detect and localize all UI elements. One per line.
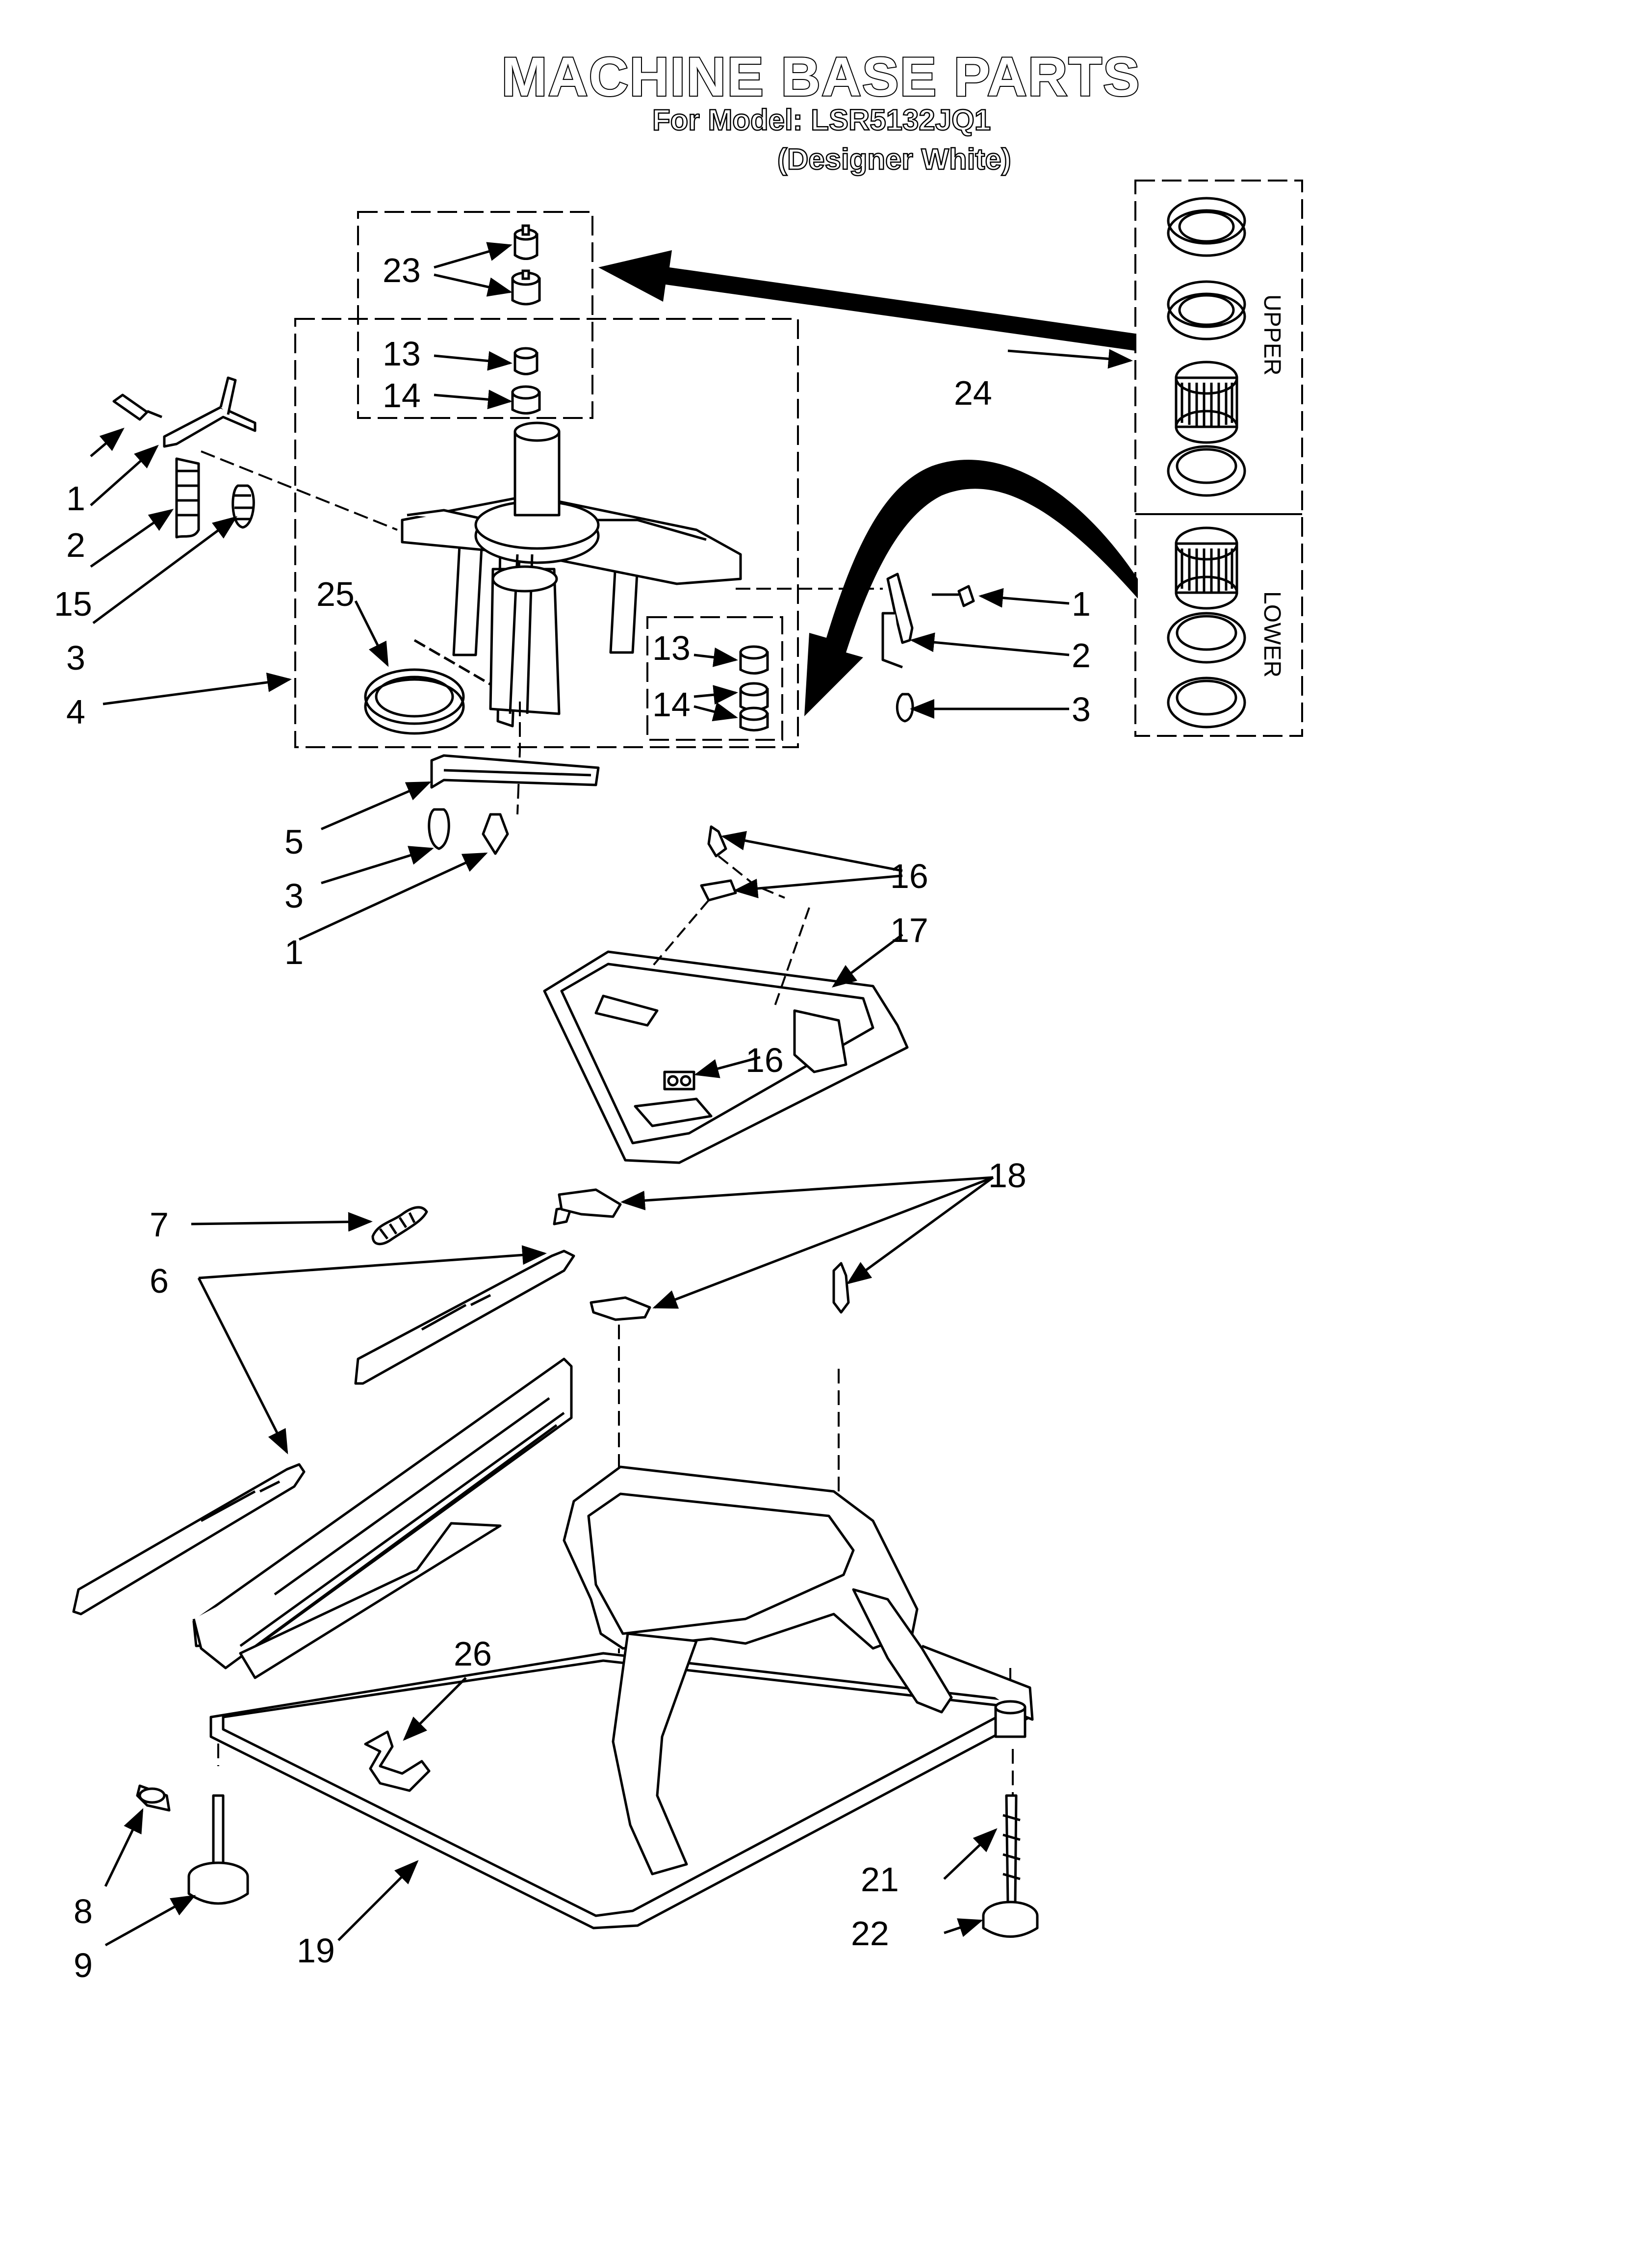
callout-15: 15 bbox=[54, 585, 92, 623]
lower-label: LOWER bbox=[1259, 591, 1285, 678]
callout-3-left: 3 bbox=[66, 639, 85, 677]
page-title-text: MACHINE BASE PARTS bbox=[500, 45, 1141, 108]
item-5-bracket bbox=[428, 754, 600, 855]
left-bracket-group bbox=[112, 376, 257, 539]
lower-ring-1 bbox=[1167, 612, 1246, 664]
callout-16-bottom: 16 bbox=[745, 1041, 784, 1079]
kit-upper-arrow bbox=[598, 250, 1135, 351]
gearcase-box bbox=[294, 318, 799, 748]
callout-25: 25 bbox=[316, 575, 355, 613]
upper-gear bbox=[1175, 361, 1238, 444]
callout-6: 6 bbox=[150, 1262, 169, 1300]
snubbers-lower bbox=[739, 645, 769, 731]
snubber-box-upper bbox=[357, 211, 593, 419]
callout-26: 26 bbox=[454, 1635, 492, 1673]
kit-lower-arrow bbox=[804, 460, 1138, 716]
lower-ring-2 bbox=[1167, 677, 1246, 729]
right-bracket-group bbox=[881, 573, 975, 723]
callout-3-right: 3 bbox=[1072, 690, 1091, 729]
callout-18: 18 bbox=[988, 1156, 1026, 1195]
gearcase-assembly bbox=[401, 421, 742, 728]
callout-17: 17 bbox=[890, 911, 928, 949]
callout-1-left: 1 bbox=[66, 479, 85, 518]
callout-22: 22 bbox=[851, 1914, 889, 1953]
gearcase-link-lines bbox=[201, 450, 883, 815]
callout-16-top: 16 bbox=[890, 857, 928, 895]
kit-parts bbox=[1167, 197, 1246, 729]
dashed-groupings bbox=[294, 180, 1303, 748]
item-25-ring bbox=[364, 639, 491, 735]
callout-23: 23 bbox=[383, 251, 421, 289]
callout-13-upper: 13 bbox=[383, 335, 421, 373]
callout-24: 24 bbox=[954, 374, 992, 412]
model-line: For Model: LSR5132JQ1 bbox=[652, 103, 992, 137]
upper-seal-1 bbox=[1167, 197, 1246, 257]
small-base-parts bbox=[136, 1700, 1039, 1938]
callout-3-mid: 3 bbox=[284, 877, 304, 915]
callout-5: 5 bbox=[284, 823, 304, 861]
snubber-box-lower bbox=[646, 616, 783, 741]
callout-14-lower: 14 bbox=[652, 685, 691, 724]
snubbers-upper bbox=[511, 224, 541, 415]
lower-gear bbox=[1175, 526, 1238, 610]
callout-7: 7 bbox=[150, 1205, 169, 1244]
callout-2-left: 2 bbox=[66, 526, 85, 564]
callout-14-upper: 14 bbox=[383, 376, 421, 415]
color-line-text: (Designer White) bbox=[777, 142, 1012, 177]
callout-4: 4 bbox=[66, 693, 85, 731]
callout-21: 21 bbox=[861, 1860, 899, 1899]
base-frame bbox=[192, 1357, 1034, 1929]
kit-box bbox=[1134, 180, 1303, 737]
callout-2-right: 2 bbox=[1072, 636, 1091, 675]
leader-arrows bbox=[90, 242, 1133, 1947]
drive-bracket-assembly bbox=[543, 825, 909, 1164]
page-title: MACHINE BASE PARTS bbox=[0, 45, 1642, 108]
springs-and-rails bbox=[72, 1188, 850, 1616]
upper-seal-2 bbox=[1167, 280, 1246, 340]
callout-9: 9 bbox=[74, 1946, 93, 1984]
callout-8: 8 bbox=[74, 1892, 93, 1930]
model-line-text: For Model: LSR5132JQ1 bbox=[652, 103, 992, 137]
color-line: (Designer White) bbox=[777, 142, 1012, 177]
callout-1-right: 1 bbox=[1072, 585, 1091, 623]
callout-1-mid: 1 bbox=[284, 933, 304, 971]
upper-ring bbox=[1167, 445, 1246, 497]
callout-numbers: 23 13 14 24 1 2 15 3 4 25 13 14 1 2 3 5 … bbox=[54, 251, 1091, 1984]
callout-19: 19 bbox=[297, 1931, 335, 1970]
callout-13-lower: 13 bbox=[652, 629, 691, 667]
upper-label: UPPER bbox=[1259, 294, 1285, 375]
